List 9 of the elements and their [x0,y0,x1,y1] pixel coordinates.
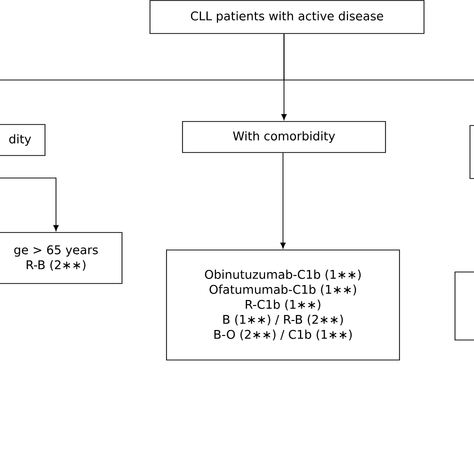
process-box: dity [0,124,46,156]
process-box [470,125,474,179]
process-box: ge > 65 years R-B (2∗∗) [0,232,122,284]
process-box: CLL patients with active disease [150,0,424,34]
process-box: Obinutuzumab-C1b (1∗∗) Ofatumumab-C1b (1∗∗) R-C1b (1∗∗) B (1∗∗) / R-B (2∗∗) B-O (2∗∗) / C1b (1∗∗) [166,250,400,360]
process-box [454,272,474,340]
arrow [0,178,59,232]
process-box: With comorbidity [182,121,386,153]
arrow [280,152,286,249]
